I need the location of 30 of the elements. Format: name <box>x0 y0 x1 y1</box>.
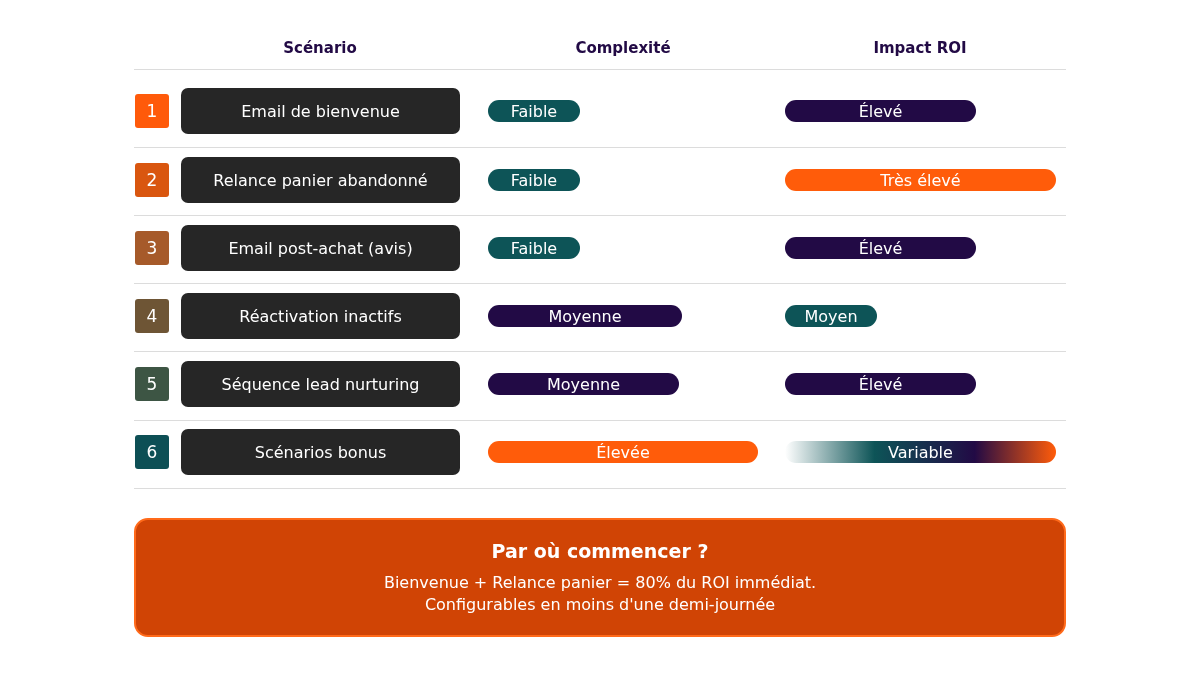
impact-bar: Élevé <box>785 373 976 395</box>
number-badge: 3 <box>135 231 169 265</box>
callout-box <box>134 518 1066 637</box>
complexity-bar: Faible <box>488 237 580 259</box>
scenario-box: Réactivation inactifs <box>181 293 460 339</box>
complexity-bar: Moyenne <box>488 373 679 395</box>
complexity-bar: Faible <box>488 169 580 191</box>
scenario-box: Séquence lead nurturing <box>181 361 460 407</box>
number-badge: 5 <box>135 367 169 401</box>
number-badge: 1 <box>135 94 169 128</box>
number-badge: 6 <box>135 435 169 469</box>
callout-heading: Par où commencer ? <box>490 540 710 562</box>
impact-bar: Élevé <box>785 237 976 259</box>
scenario-box: Email de bienvenue <box>181 88 460 134</box>
impact-bar: Variable <box>785 441 1056 463</box>
column-header: Scénario <box>283 39 357 57</box>
impact-bar: Élevé <box>785 100 976 122</box>
complexity-bar: Élevée <box>488 441 758 463</box>
number-badge: 2 <box>135 163 169 197</box>
impact-bar: Très élevé <box>785 169 1056 191</box>
column-header: Complexité <box>575 39 671 57</box>
scenario-box: Relance panier abandonné <box>181 157 460 203</box>
complexity-bar: Moyenne <box>488 305 682 327</box>
column-header: Impact ROI <box>873 39 967 57</box>
complexity-bar: Faible <box>488 100 580 122</box>
number-badge: 4 <box>135 299 169 333</box>
scenario-box: Email post-achat (avis) <box>181 225 460 271</box>
scenario-box: Scénarios bonus <box>181 429 460 475</box>
impact-bar: Moyen <box>785 305 877 327</box>
callout-text: Bienvenue + Relance panier = 80% du ROI immédiat. Configurables en moins d'une demi-journée <box>382 572 818 616</box>
